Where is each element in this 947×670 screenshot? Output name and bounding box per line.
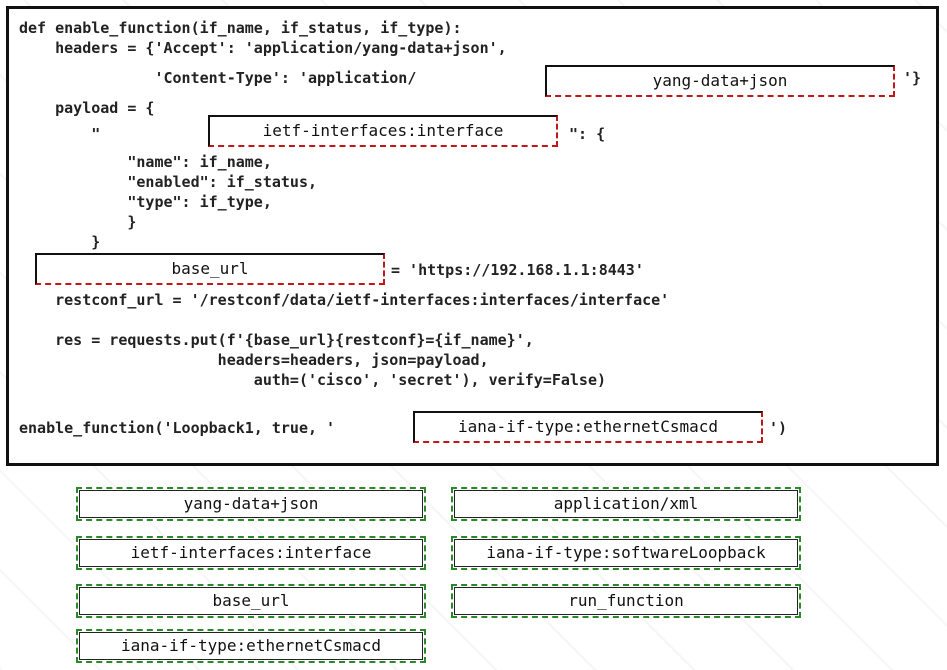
option-chip-run-function[interactable]: run_function xyxy=(451,584,801,618)
code-line: "enabled": if_status, xyxy=(19,173,318,191)
code-line: auth=('cisco', 'secret'), verify=False) xyxy=(19,371,606,389)
drop-slot-if-type[interactable]: iana-if-type:ethernetCsmacd xyxy=(413,411,763,443)
option-chip-application-xml[interactable]: application/xml xyxy=(451,487,801,521)
code-line: ') xyxy=(769,419,788,437)
code-line: = 'https://192.168.1.1:8443' xyxy=(391,261,644,279)
code-line: 'Content-Type': 'application/ xyxy=(19,69,417,87)
code-line: res = requests.put(f'{base_url}{restconf… xyxy=(19,331,534,349)
code-line: "name": if_name, xyxy=(19,153,272,171)
option-chip-yang-data-json[interactable]: yang-data+json xyxy=(76,487,426,521)
drop-slot-content-type[interactable]: yang-data+json xyxy=(545,65,895,97)
code-line: restconf_url = '/restconf/data/ietf-inte… xyxy=(19,291,670,309)
code-line: headers = {'Accept': 'application/yang-d… xyxy=(19,39,507,57)
code-panel: def enable_function(if_name, if_status, … xyxy=(6,6,939,466)
code-line: def enable_function(if_name, if_status, … xyxy=(19,19,462,37)
code-line: payload = { xyxy=(19,99,155,117)
drop-slot-payload-key[interactable]: ietf-interfaces:interface xyxy=(208,115,558,147)
code-line: } xyxy=(19,213,137,231)
option-chip-ietf-interfaces-interface[interactable]: ietf-interfaces:interface xyxy=(76,536,426,570)
code-line: } xyxy=(19,233,101,251)
code-line: '} xyxy=(903,69,922,87)
code-line: " xyxy=(19,125,101,143)
option-chip-base-url[interactable]: base_url xyxy=(76,584,426,618)
code-line: headers=headers, json=payload, xyxy=(19,351,489,369)
drop-slot-base-url[interactable]: base_url xyxy=(35,253,385,285)
option-chip-iana-if-type-softwareloopback[interactable]: iana-if-type:softwareLoopback xyxy=(451,536,801,570)
code-line: enable_function('Loopback1, true, ' xyxy=(19,419,336,437)
option-chip-iana-if-type-ethernetcsmacd[interactable]: iana-if-type:ethernetCsmacd xyxy=(76,629,426,663)
code-line: ": { xyxy=(569,125,606,143)
code-line: "type": if_type, xyxy=(19,193,272,211)
